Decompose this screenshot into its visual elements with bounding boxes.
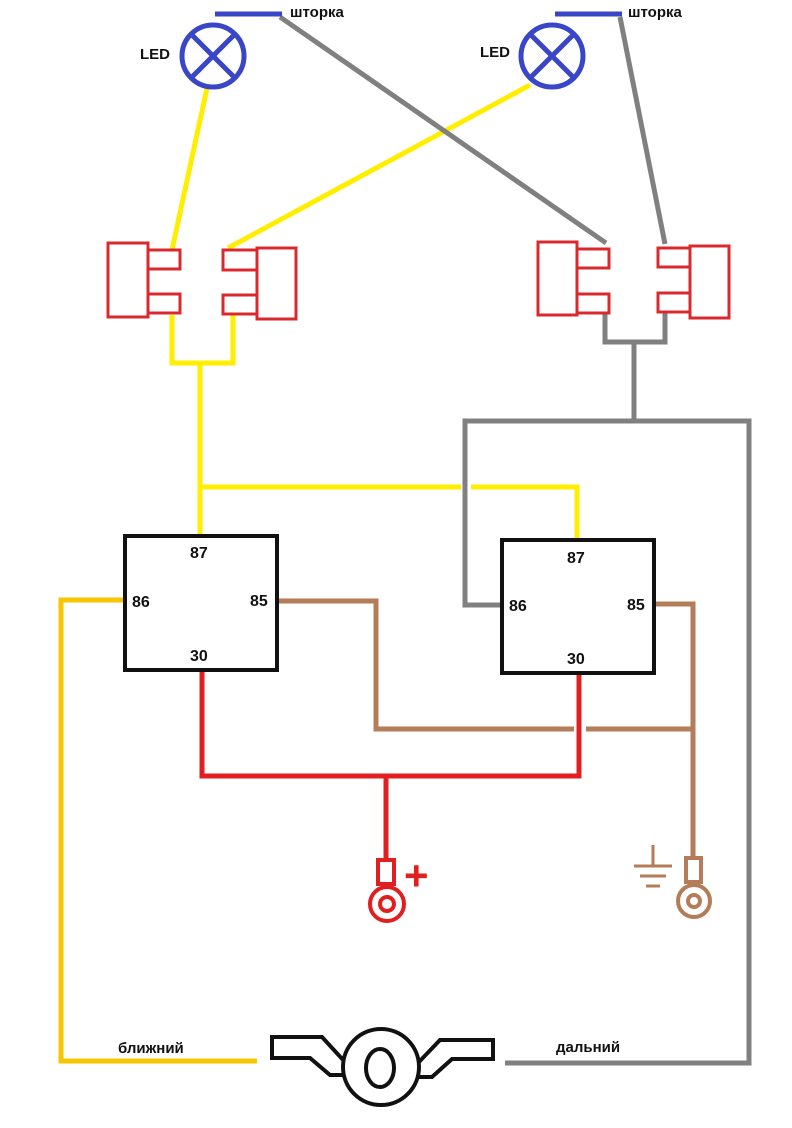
gray-wire-left-shutter (278, 14, 608, 246)
terminal-neck (684, 856, 703, 884)
plus-sign: + (404, 852, 429, 899)
pin-30-label: 30 (567, 651, 585, 668)
stalk-left (270, 1035, 347, 1077)
pin-85-label: 85 (250, 593, 268, 610)
pin-87-label: 87 (190, 545, 208, 562)
connector-right-b (656, 244, 731, 320)
low-beam-label: ближний (118, 1040, 184, 1057)
connector-left-b (221, 246, 298, 321)
connector-left-a (106, 241, 182, 319)
lamp-icon (179, 22, 247, 90)
led-label-left: LED (140, 46, 170, 63)
relay-body (500, 538, 656, 675)
pin-30-label: 30 (190, 648, 208, 665)
gold-wire-86-left (58, 597, 257, 1064)
ground-symbol-icon (634, 845, 672, 888)
lamp-icon (518, 22, 586, 90)
brown-wire-85-left (278, 598, 574, 732)
gray-wire-high-harness (602, 313, 668, 345)
shutter-label-right: шторка (628, 4, 682, 21)
relay-body (123, 534, 279, 672)
led-lamp-left: LED шторка (140, 4, 344, 90)
shutter-label-left: шторка (290, 4, 344, 21)
red-wire-30-bus (199, 671, 582, 779)
pin-86-label: 86 (132, 594, 150, 611)
pin-87-label: 87 (567, 550, 585, 567)
yellow-wire-87-bridge-b (471, 484, 580, 540)
switch-center (364, 1047, 396, 1089)
led-label-right: LED (480, 44, 510, 61)
positive-terminal: + (368, 852, 429, 923)
pin-86-label: 86 (509, 598, 527, 615)
yellow-wire-right-led (226, 82, 532, 251)
brown-wire-85-right (655, 601, 696, 858)
yellow-wire-low-harness (169, 315, 236, 366)
yellow-wire-left-led (169, 87, 210, 251)
pin-85-label: 85 (627, 597, 645, 614)
connector-right-a (536, 240, 611, 317)
connector-group (106, 240, 731, 321)
high-beam-label: дальний (556, 1039, 620, 1056)
wire-group (58, 14, 752, 1066)
relay-left: 87 86 85 30 (123, 534, 279, 672)
steering-switch (270, 1027, 495, 1107)
gray-wire-86-right (462, 418, 752, 1066)
ground-terminal (634, 845, 712, 919)
terminal-neck (376, 858, 396, 886)
led-lamp-right: LED шторка (480, 4, 682, 90)
stalk-right (415, 1038, 495, 1079)
gray-wire-right-shutter (617, 16, 668, 245)
relay-right: 87 86 85 30 (500, 538, 656, 675)
